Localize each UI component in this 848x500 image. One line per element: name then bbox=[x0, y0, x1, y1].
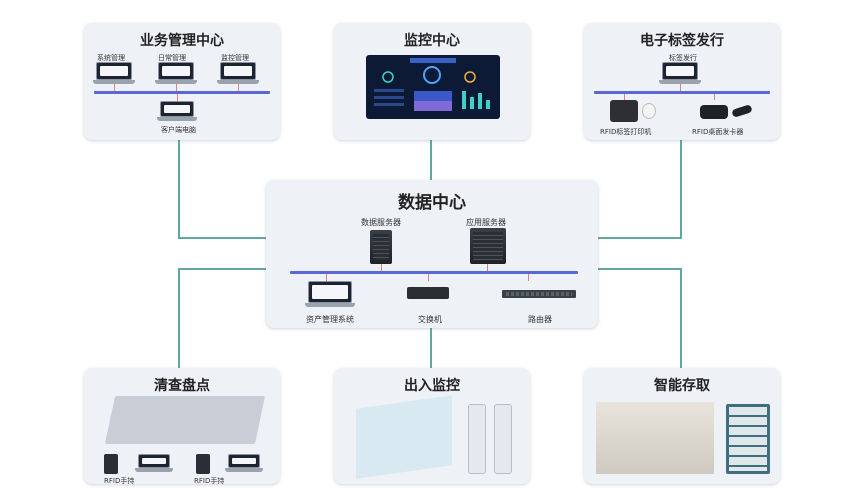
tag-network-bus bbox=[594, 91, 770, 94]
daily-management-laptop-icon bbox=[155, 62, 197, 84]
monitoring-dashboard-screen bbox=[366, 55, 500, 119]
connector-tag-issue bbox=[680, 140, 682, 238]
dashboard-graphics bbox=[374, 58, 490, 111]
monitor-management-laptop-icon bbox=[217, 62, 259, 84]
daily-management-label: 日常管理 bbox=[158, 54, 186, 62]
smart-storage-title: 智能存取 bbox=[654, 378, 710, 394]
rfid-handheld-label-2: RFID手持 bbox=[194, 477, 225, 485]
smart-storage-card: 智能存取 bbox=[584, 368, 780, 484]
data-center-card: 数据中心 数据服务器 应用服务器 资产管理系统 交换机 路由器 bbox=[266, 180, 598, 328]
access-monitoring-title: 出入监控 bbox=[404, 378, 460, 394]
rfid-handheld-icon-2 bbox=[196, 454, 210, 474]
connector-tag-issue-h bbox=[598, 237, 682, 239]
smart-locker-icon bbox=[726, 404, 770, 474]
inventory-check-card: 清查盘点 RFID手持 RFID手持 bbox=[84, 368, 280, 485]
tag-issue-label: 标签发行 bbox=[669, 54, 697, 62]
monitor-management-label: 监控管理 bbox=[221, 54, 249, 62]
rfid-printer-label: RFID标签打印机 bbox=[600, 128, 652, 136]
connector-business-h bbox=[178, 237, 268, 239]
connector-inventory bbox=[178, 268, 180, 368]
inventory-check-title: 清查盘点 bbox=[154, 378, 210, 394]
business-network-bus bbox=[94, 91, 270, 94]
monitoring-center-title: 监控中心 bbox=[404, 33, 460, 49]
inventory-laptop-icon-1 bbox=[135, 454, 173, 472]
asset-system-label: 资产管理系统 bbox=[306, 315, 354, 324]
rfid-desktop-label: RFID桌面发卡器 bbox=[692, 128, 744, 136]
rfid-desktop-reader-icon bbox=[700, 105, 728, 119]
app-server-icon bbox=[470, 228, 506, 264]
business-management-card: 业务管理中心 系统管理 日常管理 监控管理 客户端电脑 bbox=[84, 23, 280, 140]
switch-label: 交换机 bbox=[418, 315, 442, 324]
db-server-icon bbox=[370, 230, 392, 264]
connector-business bbox=[178, 140, 180, 238]
data-center-network-bus bbox=[290, 271, 578, 274]
router-icon bbox=[502, 290, 576, 298]
system-management-label: 系统管理 bbox=[97, 54, 125, 62]
office-room-image bbox=[356, 395, 452, 479]
warehouse-floorplan-image bbox=[104, 396, 266, 444]
connector-inventory-h bbox=[178, 268, 268, 270]
business-management-title: 业务管理中心 bbox=[140, 33, 224, 49]
access-monitoring-card: 出入监控 bbox=[334, 368, 530, 484]
access-gate-right-icon bbox=[494, 404, 512, 474]
storage-room-image bbox=[596, 402, 714, 474]
label-roll-icon bbox=[642, 103, 656, 119]
rfid-card-icon bbox=[731, 104, 753, 118]
access-gate-left-icon bbox=[468, 404, 486, 474]
app-server-label: 应用服务器 bbox=[466, 218, 506, 227]
switch-icon bbox=[407, 287, 449, 299]
system-management-laptop-icon bbox=[93, 62, 135, 84]
rfid-printer-icon bbox=[610, 100, 638, 122]
client-pc-label: 客户端电脑 bbox=[161, 126, 196, 134]
inventory-laptop-icon-2 bbox=[225, 454, 263, 472]
connector-monitor bbox=[430, 140, 432, 180]
tag-issue-laptop-icon bbox=[659, 62, 701, 84]
monitoring-center-card: 监控中心 bbox=[334, 23, 530, 140]
data-center-title: 数据中心 bbox=[398, 193, 466, 213]
rfid-handheld-label-1: RFID手持 bbox=[104, 477, 135, 485]
tag-issuance-title: 电子标签发行 bbox=[640, 33, 724, 49]
client-pc-laptop-icon bbox=[157, 101, 197, 121]
asset-system-laptop-icon bbox=[305, 281, 355, 307]
connector-storage bbox=[680, 268, 682, 368]
tag-issuance-card: 电子标签发行 标签发行 RFID标签打印机 RFID桌面发卡器 bbox=[584, 23, 780, 140]
rfid-handheld-icon bbox=[104, 454, 118, 474]
router-label: 路由器 bbox=[528, 315, 552, 324]
connector-storage-h bbox=[598, 268, 682, 270]
connector-access bbox=[430, 328, 432, 368]
db-server-label: 数据服务器 bbox=[361, 218, 401, 227]
